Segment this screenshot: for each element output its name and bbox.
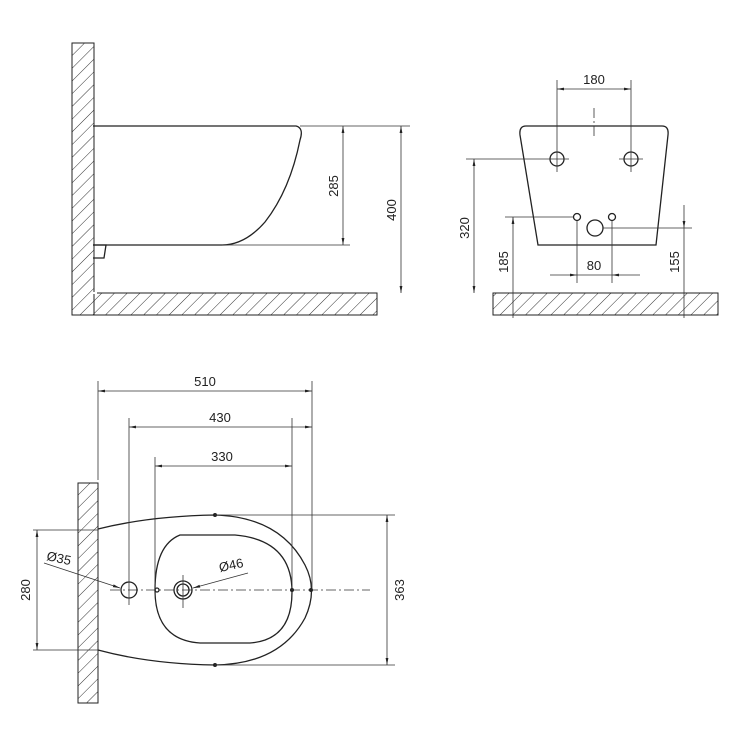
dia-label-35: Ø35 bbox=[45, 548, 72, 568]
dim-label-330: 330 bbox=[211, 449, 233, 464]
wall-hatch bbox=[77, 482, 99, 704]
floor-hatch bbox=[492, 292, 719, 316]
dim-label-363: 363 bbox=[392, 579, 407, 601]
dim-label-280: 280 bbox=[18, 579, 33, 601]
waste-outlet-hole bbox=[586, 219, 604, 237]
bidet-front-profile bbox=[519, 125, 669, 246]
wall-hatch bbox=[71, 42, 95, 316]
dim-label-430: 430 bbox=[209, 410, 231, 425]
dim-label-400: 400 bbox=[384, 199, 399, 221]
dim-label-320: 320 bbox=[457, 217, 472, 239]
floor-hatch bbox=[93, 292, 378, 316]
dim-label-80: 80 bbox=[587, 258, 601, 273]
overflow-dot bbox=[154, 587, 160, 593]
bidet-side-profile bbox=[93, 125, 302, 246]
side-view: 285 400 bbox=[71, 42, 410, 316]
dim-label-155: 155 bbox=[667, 251, 682, 273]
dim-label-185: 185 bbox=[496, 251, 511, 273]
dim-label-510: 510 bbox=[194, 374, 216, 389]
top-view: 510 430 330 363 280 Ø35 Ø46 bbox=[18, 374, 407, 704]
bidet-foot bbox=[93, 244, 107, 259]
water-inlet-hole bbox=[607, 212, 617, 222]
dia-label-46: Ø46 bbox=[218, 555, 245, 575]
basin-outline bbox=[154, 534, 293, 644]
front-view: 180 320 185 80 155 bbox=[457, 72, 719, 318]
water-inlet-hole bbox=[572, 212, 582, 222]
dim-label-285: 285 bbox=[326, 175, 341, 197]
dim-label-180: 180 bbox=[583, 72, 605, 87]
